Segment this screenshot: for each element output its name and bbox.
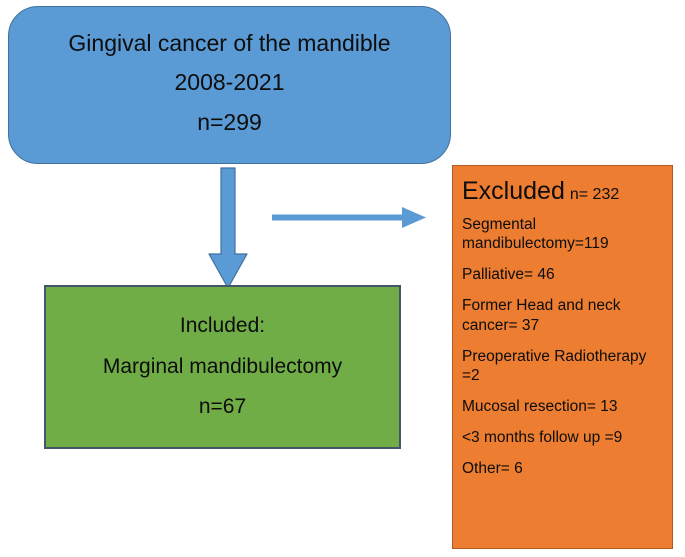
list-item: Preoperative Radiotherapy =2 — [462, 347, 647, 385]
list-item: Segmental mandibulectomy=119 — [462, 215, 609, 253]
excluded-title: Excluded — [462, 177, 565, 205]
excluded-reason-list: Segmental mandibulectomy=119 Palliative=… — [462, 215, 672, 479]
source-line-1: Gingival cancer of the mandible — [68, 29, 391, 56]
list-item: Former Head and neck cancer= 37 — [462, 296, 621, 334]
arrow-down-icon — [208, 167, 248, 289]
list-item: Palliative= 46 — [462, 266, 555, 284]
included-line-1: Included: — [179, 313, 266, 337]
included-line-2: Marginal mandibulectomy — [102, 354, 343, 378]
included-box: Included: Marginal mandibulectomy n=67 — [44, 285, 401, 449]
source-line-3: n=299 — [197, 108, 262, 135]
source-line-2: 2008-2021 — [174, 69, 285, 96]
arrow-right-icon — [272, 207, 426, 228]
included-line-3: n=67 — [198, 395, 247, 419]
list-item: Mucosal resection= 13 — [462, 398, 618, 416]
list-item: Other= 6 — [462, 459, 523, 477]
excluded-count: n= 232 — [569, 186, 620, 203]
list-item: <3 months follow up =9 — [462, 429, 623, 447]
source-cohort-box: Gingival cancer of the mandible 2008-202… — [8, 6, 451, 164]
